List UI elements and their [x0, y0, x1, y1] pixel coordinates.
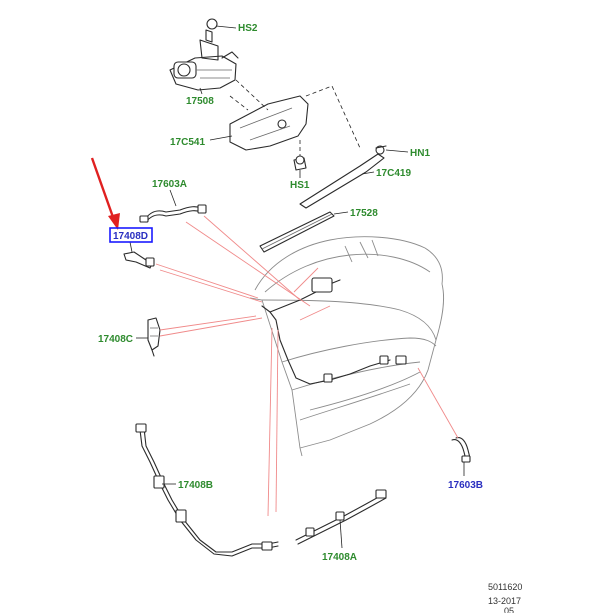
hose-17603A — [139, 204, 207, 223]
diagram-reference-number: 5011620 — [488, 582, 522, 592]
label-HS2: HS2 — [238, 23, 258, 34]
label-17603A: 17603A — [152, 179, 187, 190]
label-17408B: 17408B — [178, 480, 213, 491]
harness-17408A — [295, 489, 387, 545]
grommet-17408C — [147, 317, 161, 357]
label-17508: 17508 — [186, 96, 214, 107]
diagram-extra: 05 — [504, 606, 514, 613]
nut-HS1 — [293, 155, 307, 171]
label-17408D: 17408D — [113, 231, 148, 242]
label-17408C: 17408C — [98, 334, 133, 345]
label-17408A: 17408A — [322, 552, 357, 563]
cover-17C541 — [229, 95, 309, 151]
wiper-arm-17C419 — [299, 145, 387, 209]
label-HN1: HN1 — [410, 148, 430, 159]
callout-lines — [155, 215, 459, 517]
assembly-dash-lines — [229, 79, 361, 156]
label-17603B: 17603B — [448, 480, 483, 491]
tailgate-body — [249, 236, 445, 457]
harness-17408B — [135, 423, 279, 557]
connector-17408D — [123, 251, 155, 269]
label-17528: 17528 — [350, 208, 378, 219]
label-17C419: 17C419 — [376, 168, 411, 179]
tailgate-harness — [261, 277, 407, 385]
label-leaders — [129, 25, 465, 549]
label-HS1: HS1 — [290, 180, 310, 191]
red-pointer-arrow — [90, 157, 120, 230]
wiper-blade-17528 — [259, 211, 335, 253]
hose-17603B — [451, 437, 471, 463]
label-17C541: 17C541 — [170, 137, 205, 148]
diagram-date: 13-2017 — [488, 596, 521, 606]
highlight-box-17408D — [109, 227, 153, 243]
wiper-motor-17508 — [169, 18, 239, 91]
